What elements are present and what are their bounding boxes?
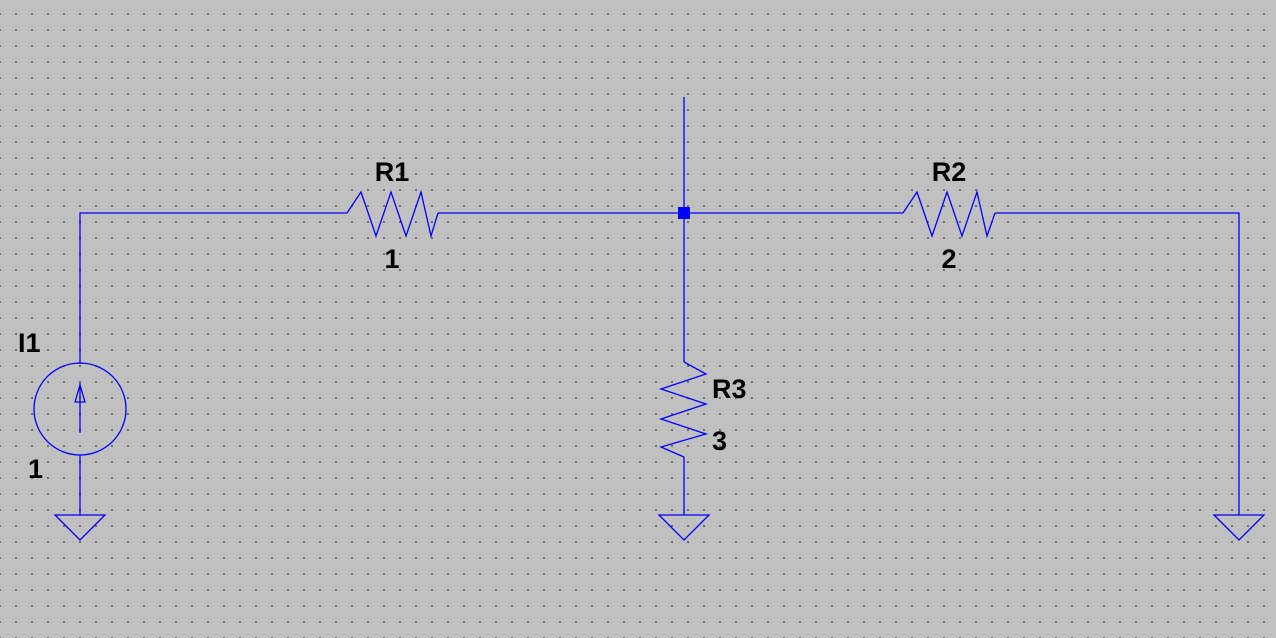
wires	[79, 97, 1240, 515]
current-source-i1[interactable]	[33, 362, 127, 456]
wire-r2-to-ground[interactable]	[995, 212, 1240, 515]
ground-icon	[53, 514, 107, 541]
resistor-icon	[658, 361, 709, 458]
current-source-icon	[33, 362, 127, 456]
r3-value-label: 3	[712, 426, 727, 456]
resistor-r2[interactable]	[902, 189, 996, 239]
resistor-r3[interactable]	[658, 361, 709, 458]
resistor-icon	[346, 189, 439, 239]
wire-i1-to-r1[interactable]	[79, 212, 347, 364]
resistor-icon	[902, 189, 996, 239]
ground-icon	[1212, 514, 1266, 541]
r1-name-label: R1	[375, 157, 410, 187]
r3-name-label: R3	[712, 374, 747, 404]
i1-name-label: I1	[18, 328, 41, 358]
ground-icon	[657, 514, 711, 541]
r2-name-label: R2	[932, 157, 967, 187]
resistor-r1[interactable]	[346, 189, 439, 239]
r2-value-label: 2	[941, 244, 956, 274]
r1-value-label: 1	[384, 244, 399, 274]
i1-value-label: 1	[28, 454, 43, 484]
junction-dot-icon	[678, 207, 690, 219]
